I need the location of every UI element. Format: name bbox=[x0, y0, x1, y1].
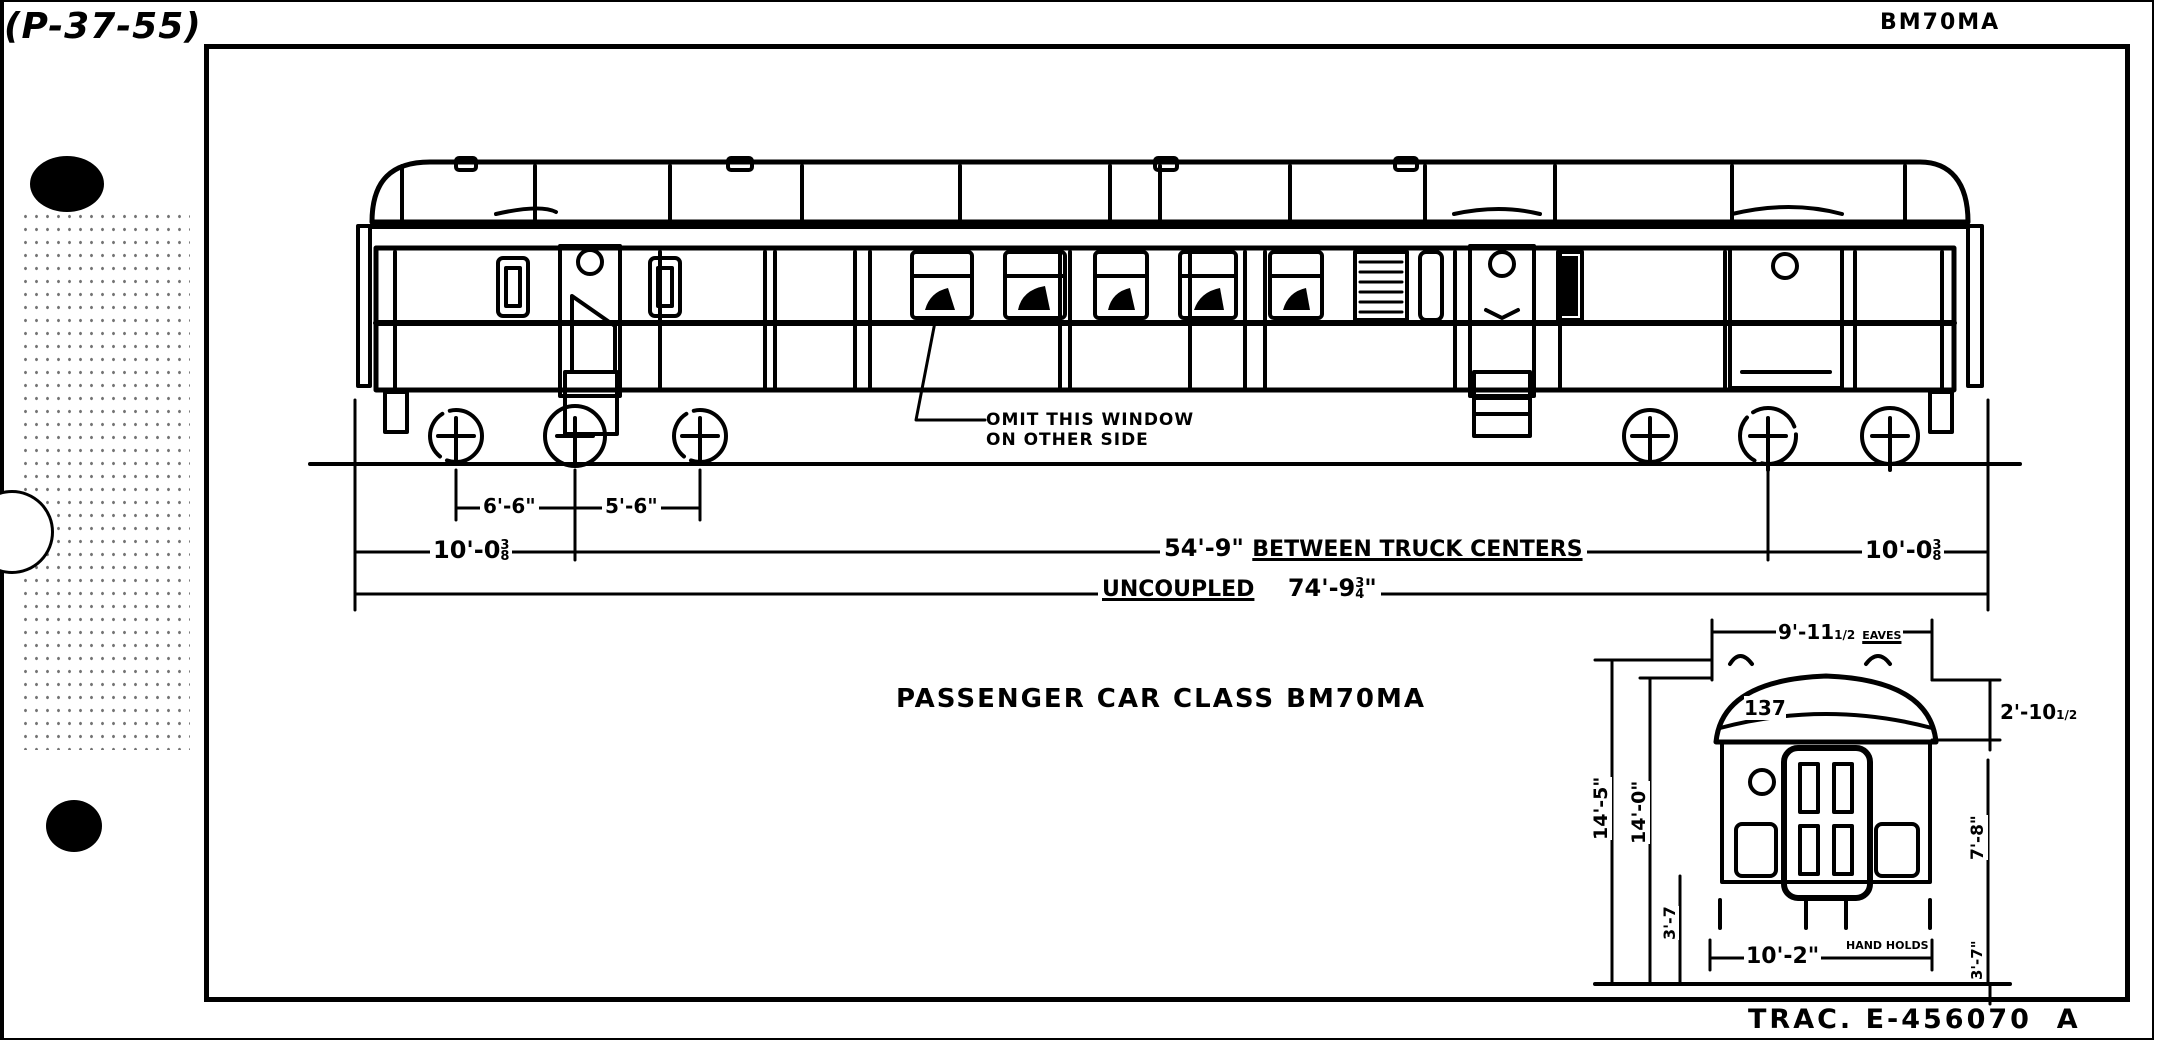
roof-height-fraction: 1/2 bbox=[2056, 708, 2078, 722]
hand-holds-width-dim: 10'-2" bbox=[1744, 944, 1822, 969]
roof-radius-dim: 137 bbox=[1744, 696, 1786, 720]
eaves-width-value: 9'-11 bbox=[1778, 620, 1835, 644]
note-line-1: OMIT THIS WINDOW bbox=[986, 410, 1195, 430]
side-view-window-row bbox=[910, 250, 1584, 322]
eaves-width-fraction: 1/2 bbox=[1834, 628, 1856, 642]
step-height-dim: 3'-7" bbox=[1968, 940, 1986, 980]
drawing-title: PASSENGER CAR CLASS BM70MA bbox=[896, 684, 1427, 714]
end-view-car bbox=[1713, 654, 1939, 930]
hand-holds-label: HAND HOLDS bbox=[1846, 939, 1929, 952]
side-view-louver bbox=[1358, 260, 1404, 314]
side-view-car-body bbox=[356, 156, 1984, 393]
overhang-left-value: 10'-0 bbox=[433, 536, 501, 564]
corner-class-code: BM70MA bbox=[1880, 10, 2001, 35]
side-view-small-windows bbox=[496, 256, 682, 318]
binder-hole-top bbox=[30, 156, 104, 212]
binder-hole-bottom bbox=[46, 800, 102, 852]
truck-centers-label: BETWEEN TRUCK CENTERS bbox=[1252, 537, 1583, 562]
overhang-right-value: 10'-0 bbox=[1865, 536, 1933, 564]
axle-spacing-dim-1: 6'-6" bbox=[480, 494, 539, 518]
side-height-dim: 7'-8" bbox=[1968, 815, 1988, 860]
drawing-frame bbox=[204, 44, 2130, 1002]
roof-height-dim: 2'-101/2 bbox=[2000, 700, 2077, 724]
uncoupled-label: UNCOUPLED bbox=[1102, 577, 1255, 602]
truck-centers-value: 54'-9" bbox=[1164, 534, 1244, 562]
side-view-window-shades bbox=[925, 256, 1578, 316]
eaves-label: EAVES bbox=[1862, 629, 1902, 642]
scan-noise bbox=[20, 210, 190, 750]
revision-letter: A bbox=[2056, 1004, 2081, 1035]
truck-centers-dim: 54'-9" BETWEEN TRUCK CENTERS bbox=[1160, 534, 1587, 562]
height-overall-dim: 14'-5" bbox=[1590, 776, 1612, 840]
uncoupled-value: 74'-9 bbox=[1287, 574, 1356, 602]
height-to-roof-dim: 14'-0" bbox=[1628, 780, 1650, 844]
eaves-width-dim: 9'-111/2 EAVES bbox=[1776, 620, 1904, 644]
axle-spacing-dim-2: 5'-6" bbox=[602, 494, 661, 518]
omit-window-note: OMIT THIS WINDOW ON OTHER SIDE bbox=[986, 410, 1194, 450]
note-leader bbox=[914, 320, 987, 422]
roof-height-value: 2'-10 bbox=[2000, 700, 2057, 724]
handwritten-reference: (P-37-55) bbox=[4, 6, 202, 47]
note-line-2: ON OTHER SIDE bbox=[986, 430, 1149, 450]
tracing-number-value: TRAC. E-456070 bbox=[1748, 1004, 2032, 1035]
tracing-number: TRAC. E-456070 A bbox=[1748, 1004, 2081, 1035]
floor-height-dim: 3'-7 bbox=[1660, 906, 1679, 940]
